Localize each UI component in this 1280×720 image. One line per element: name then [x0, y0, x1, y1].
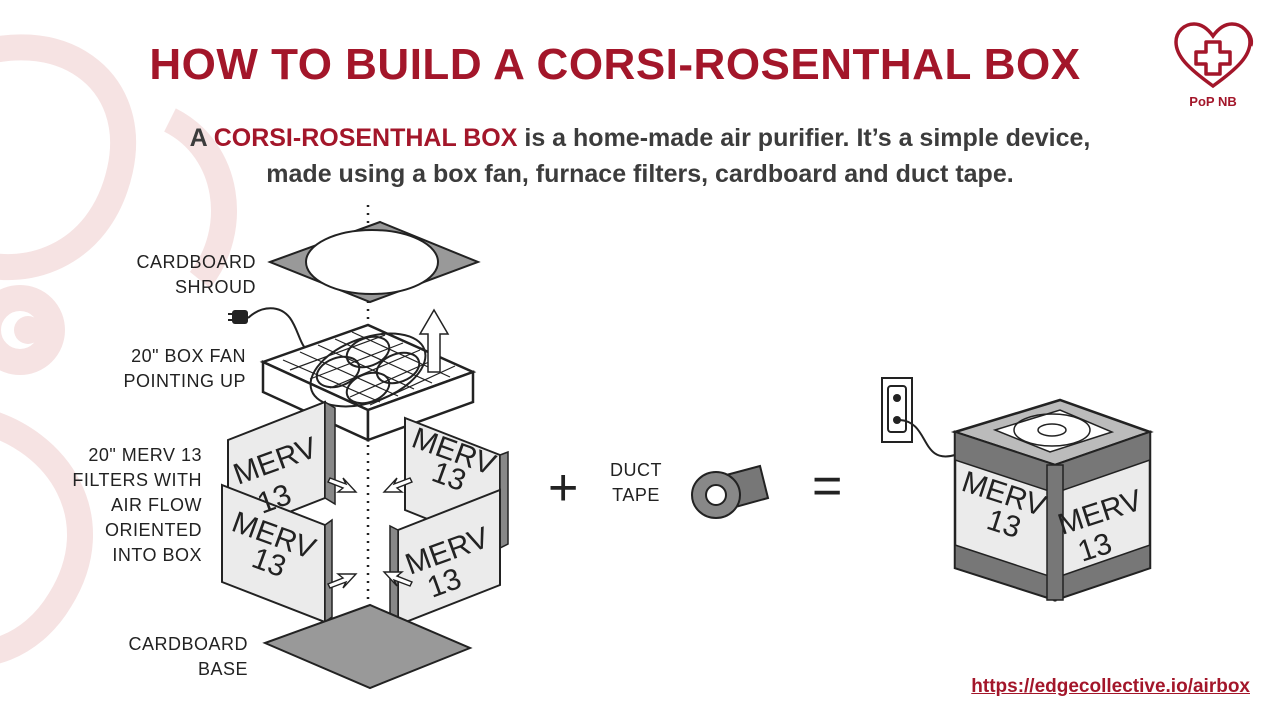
label-filters: 20" MERV 13 FILTERS WITH AIR FLOW ORIENT… — [30, 443, 202, 568]
label-base-line1: CARDBOARD — [128, 634, 248, 654]
cardboard-base — [262, 603, 473, 690]
subtitle-line1: is a home-made air purifier. It’s a simp… — [517, 124, 1091, 152]
logo: PoP NB — [1168, 20, 1258, 120]
label-filters-line3: AIR FLOW — [110, 495, 202, 515]
duct-tape-icon — [691, 464, 770, 519]
heart-plus-icon — [1174, 22, 1254, 89]
label-filters-line5: INTO BOX — [112, 545, 202, 565]
assembled-box — [950, 398, 1154, 602]
label-filters-line2: FILTERS WITH — [72, 470, 202, 490]
cardboard-shroud — [267, 220, 481, 304]
label-filters-line1: 20" MERV 13 — [88, 445, 202, 465]
page-subtitle: A CORSI-ROSENTHAL BOX is a home-made air… — [60, 120, 1220, 192]
airflow-in-arrows — [327, 477, 413, 589]
equals-operator: = — [812, 457, 843, 515]
fan-power-cord — [247, 307, 313, 353]
page-title: HOW TO BUILD A CORSI-ROSENTHAL BOX — [149, 40, 1081, 89]
box-fan — [259, 323, 477, 442]
label-shroud: CARDBOARD SHROUD — [100, 250, 256, 300]
label-fan-line2: POINTING UP — [123, 371, 246, 391]
plug-icon — [228, 310, 248, 324]
label-tape-line2: TAPE — [612, 485, 660, 505]
label-fan: 20" BOX FAN POINTING UP — [80, 344, 246, 394]
label-shroud-line1: CARDBOARD — [136, 252, 256, 272]
logo-text: PoP NB — [1189, 94, 1237, 109]
plus-operator: + — [548, 459, 579, 517]
label-tape: DUCT TAPE — [600, 458, 672, 508]
label-fan-line1: 20" BOX FAN — [131, 346, 246, 366]
subtitle-prefix: A — [189, 124, 214, 152]
subtitle-line2: made using a box fan, furnace filters, c… — [266, 160, 1014, 188]
label-filters-line4: ORIENTED — [104, 520, 202, 540]
subtitle-accent: CORSI-ROSENTHAL BOX — [213, 124, 518, 152]
label-shroud-line2: SHROUD — [174, 277, 256, 297]
source-link[interactable]: https://edgecollective.io/airbox — [971, 676, 1250, 697]
label-tape-line1: DUCT — [610, 460, 662, 480]
wall-outlet-icon — [881, 377, 956, 458]
airflow-up-arrow — [418, 308, 450, 373]
label-base-line2: BASE — [197, 659, 248, 679]
label-base: CARDBOARD BASE — [90, 632, 248, 682]
